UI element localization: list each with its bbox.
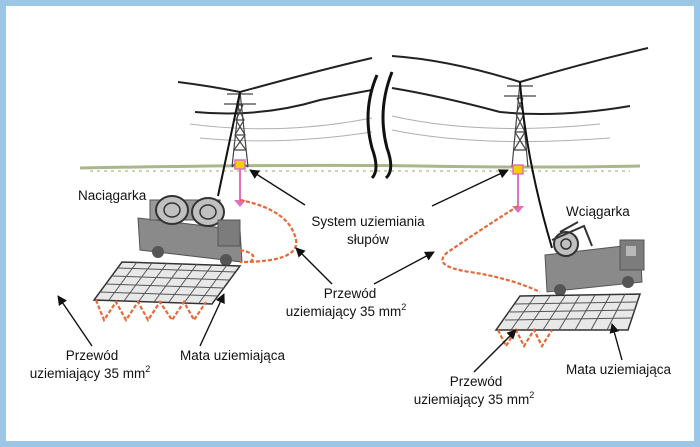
right-grounding-mat bbox=[494, 293, 642, 331]
right-tower bbox=[504, 81, 536, 168]
grounding-wire-center-text: uziemiający 35 mm bbox=[286, 304, 402, 319]
superscript-2: 2 bbox=[529, 390, 534, 400]
ground-line bbox=[79, 163, 641, 170]
line-break-mark-left bbox=[366, 74, 379, 180]
left-grounding-mat bbox=[92, 261, 242, 305]
superscript-2: 2 bbox=[145, 364, 150, 374]
tower-grounding-label-line2: słupów bbox=[347, 232, 389, 247]
superscript-2: 2 bbox=[401, 302, 406, 312]
grounding-wire-left-label-line1: Przewód bbox=[66, 348, 119, 363]
grounding-wires bbox=[94, 198, 553, 349]
left-tower bbox=[224, 91, 256, 168]
tower-grounding-label-line1: System uziemiania bbox=[311, 214, 425, 229]
puller-label: Wciągarka bbox=[566, 204, 630, 219]
puller-machine bbox=[544, 221, 645, 296]
grounding-wire-right-text: uziemiający 35 mm bbox=[414, 392, 530, 407]
grounding-wire-left-text: uziemiający 35 mm bbox=[30, 366, 146, 381]
grounding-mat-left-label: Mata uziemiająca bbox=[180, 348, 286, 363]
line-break-mark-right bbox=[381, 71, 394, 180]
callout-arrows bbox=[57, 169, 623, 373]
grounding-mat-right-label: Mata uziemiająca bbox=[566, 362, 672, 377]
grounding-wire-left-label-line2: uziemiający 35 mm2 bbox=[30, 364, 151, 381]
puller-conductor bbox=[519, 81, 553, 249]
shield-wires bbox=[189, 115, 611, 143]
tensioner-conductor bbox=[217, 91, 241, 197]
tensioner-label: Naciągarka bbox=[78, 188, 147, 203]
grounding-wire-center-label-line1: Przewód bbox=[324, 286, 377, 301]
tensioner-machine bbox=[137, 195, 243, 266]
right-tower-grounding-clamp bbox=[512, 164, 524, 213]
grounding-wire-right-label-line1: Przewód bbox=[450, 374, 503, 389]
grounding-wire-center-label-line2: uziemiający 35 mm2 bbox=[286, 302, 407, 319]
grounding-wire-right-label-line2: uziemiający 35 mm2 bbox=[414, 390, 535, 407]
